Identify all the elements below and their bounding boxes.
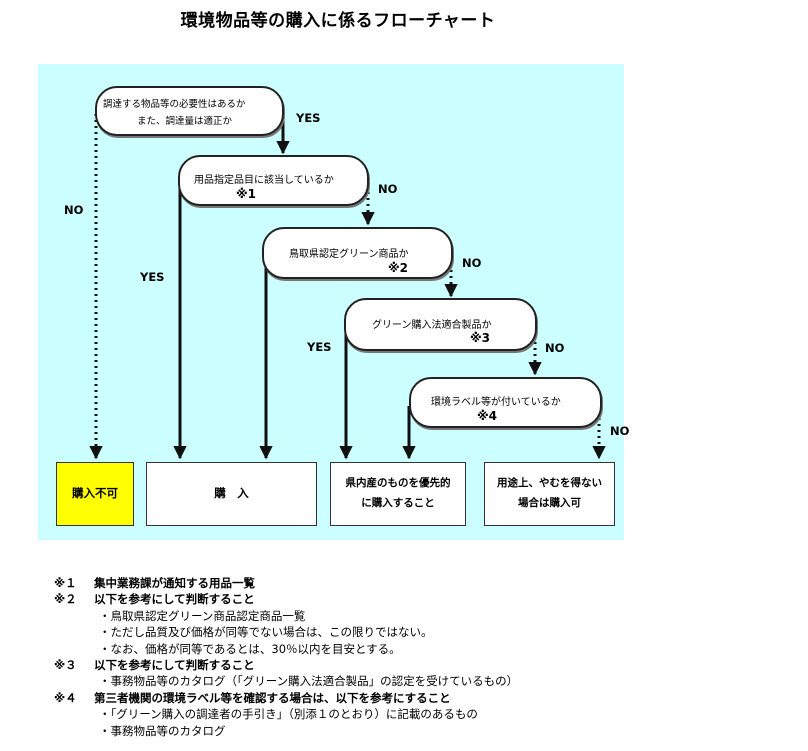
decision-green-purchase-law-note: ※3: [470, 331, 491, 345]
label-no-eco-label: NO: [610, 424, 630, 438]
footnote-text: 以下を参考にして判断すること: [94, 592, 255, 607]
footnote-text: ・なお、価格が同等であるとは、30％以内を目安とする。: [99, 641, 401, 656]
outcome-prefer-local: 県内産のものを優先的 に購入すること: [330, 462, 466, 526]
label-no-tottori: NO: [462, 256, 482, 270]
footnote-mark: ※３: [54, 657, 77, 672]
outcome-not-purchasable: 購入不可: [56, 462, 134, 526]
decision-designated-item: 用品指定品目に該当しているか ※1: [178, 155, 369, 206]
outcome-purchase-text: 購 入: [214, 486, 249, 501]
label-yes-necessity: YES: [296, 111, 321, 125]
label-no-necessity: NO: [64, 203, 84, 217]
outcome-prefer-local-line1: 県内産のものを優先的: [345, 477, 451, 490]
label-yes-green-law: YES: [307, 340, 332, 354]
outcome-prefer-local-line2: に購入すること: [361, 497, 435, 509]
decision-eco-label-note: ※4: [477, 409, 498, 423]
outcome-unavoidable-line2: 場合は購入可: [518, 497, 581, 509]
footnote-mark: ※１: [54, 576, 77, 590]
decision-green-purchase-law: グリーン購入法適合製品か ※3: [344, 298, 537, 351]
label-yes-designated: YES: [140, 270, 165, 284]
outcome-not-purchasable-text: 購入不可: [72, 486, 118, 501]
footnote-mark: ※４: [54, 690, 77, 705]
decision-tottori-green-note: ※2: [388, 261, 409, 275]
footnote-text: 以下を参考にして判断すること: [94, 657, 255, 672]
footnote-text: ・鳥取県認定グリーン商品認定商品一覧: [99, 608, 306, 623]
decision-tottori-green-text: 鳥取県認定グリーン商品か: [289, 249, 409, 260]
footnote-mark: ※２: [54, 592, 77, 607]
footnote-text: ・「グリーン購入の調達者の手引き」（別添１のとおり）に記載のあるもの: [99, 707, 478, 722]
outcome-unavoidable-line1: 用途上、やむを得ない: [497, 477, 602, 490]
footnote-text: 第三者機関の環境ラベル等を確認する場合は、以下を参考にすること: [94, 690, 451, 705]
decision-eco-label: 環境ラベル等が付いているか ※4: [409, 377, 602, 428]
outcome-purchase: 購 入: [146, 462, 317, 526]
label-no-designated: NO: [378, 182, 398, 196]
decision-eco-label-text: 環境ラベル等が付いているか: [431, 397, 561, 408]
decision-green-purchase-law-text: グリーン購入法適合製品か: [372, 320, 492, 331]
footnote-text: ・ただし品質及び価格が同等でない場合は、この限りではない。: [99, 625, 433, 640]
decision-necessity: 調達する物品等の必要性はあるか また、調達量は適正か: [95, 86, 284, 136]
label-no-green-law: NO: [545, 341, 565, 355]
decision-tottori-green: 鳥取県認定グリーン商品か ※2: [262, 227, 453, 279]
page-title: 環境物品等の購入に係るフローチャート: [180, 11, 496, 31]
footnote-text: ・事務物品等のカタログ: [99, 723, 226, 738]
decision-designated-item-note: ※1: [236, 187, 257, 201]
decision-necessity-line1: 調達する物品等の必要性はあるか: [103, 99, 246, 110]
decision-designated-item-text: 用品指定品目に該当しているか: [194, 175, 334, 186]
footnote-text: 集中業務課が通知する用品一覧: [94, 576, 255, 590]
footnote-text: ・事務物品等のカタログ（「グリーン購入法適合製品」の認定を受けているもの）: [99, 674, 519, 689]
outcome-unavoidable: 用途上、やむを得ない 場合は購入可: [484, 462, 615, 526]
decision-necessity-line2: また、調達量は適正か: [137, 116, 233, 127]
